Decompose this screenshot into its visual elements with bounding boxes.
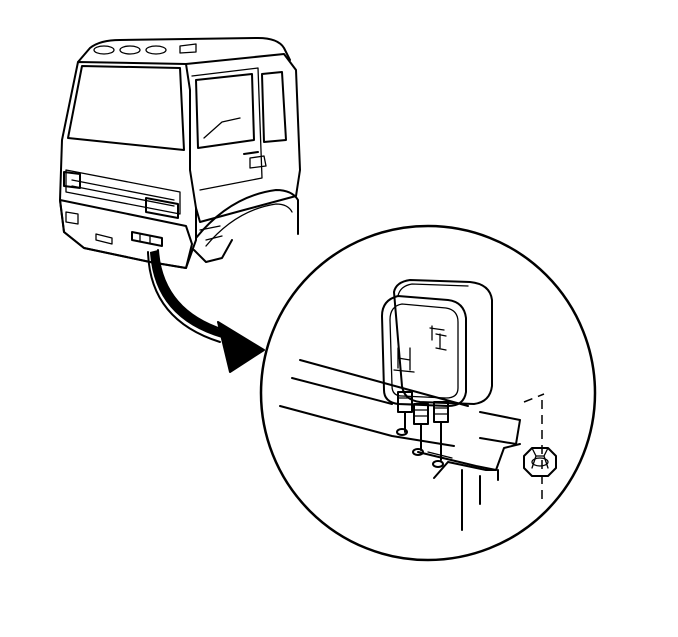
- wheel-arch: [195, 189, 299, 239]
- door-window: [195, 73, 255, 149]
- callout-arrow: [147, 249, 265, 373]
- headlight-right: [145, 197, 179, 219]
- cab-front: [59, 61, 197, 269]
- roof-light-2: [119, 45, 141, 55]
- lamp-stud-1: [397, 391, 413, 433]
- hex-nut: [523, 447, 557, 477]
- roof-light-1: [93, 45, 115, 55]
- lamp-stud-2: [413, 403, 429, 451]
- lamp-stud-3: [433, 401, 449, 461]
- lamp-lens: [381, 295, 467, 407]
- roof-light-3: [145, 45, 167, 55]
- mount-hole-3: [432, 460, 444, 468]
- door-handle: [243, 151, 259, 155]
- cab-side: [185, 53, 301, 223]
- magnified-detail-circle: [259, 224, 597, 562]
- bumper: [59, 199, 193, 269]
- grille: [65, 169, 181, 215]
- mount-hole-2: [412, 448, 424, 456]
- truck-cab: [59, 37, 301, 269]
- lamp-mount-point: [131, 231, 163, 247]
- work-lamp: [381, 279, 493, 461]
- windshield: [67, 65, 185, 151]
- headlight-left: [63, 171, 81, 189]
- cab-roof: [77, 37, 291, 63]
- roof-marker: [179, 43, 197, 54]
- rear-window: [261, 71, 287, 143]
- mount-hole-1: [396, 428, 408, 436]
- detail-circle-outline: [259, 224, 597, 562]
- arrow-head: [217, 321, 265, 373]
